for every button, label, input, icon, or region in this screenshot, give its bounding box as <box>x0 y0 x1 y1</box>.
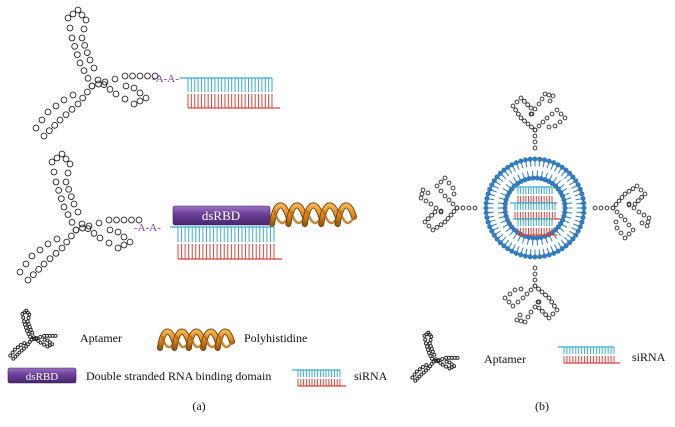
sirna-duplex <box>170 226 282 260</box>
panel-b: Aptamer siRNA (b) <box>410 91 666 413</box>
panel-b-caption: (b) <box>535 399 549 413</box>
aptamer-icon <box>510 91 568 151</box>
panel-a-legend: Aptamer Polyhistidine dsRBD Double stran… <box>7 308 388 387</box>
sirna-legend-label: siRNA <box>632 350 666 364</box>
polyhistidine-helix-icon <box>269 202 357 227</box>
linker-label: -A-A- <box>152 73 179 85</box>
dsrbd-legend-label: Double stranded RNA binding domain <box>86 369 271 383</box>
aptamer-icon <box>32 6 159 140</box>
aptamer-icon <box>16 150 143 284</box>
encapsulated-sirna <box>513 218 557 236</box>
dsrbd-legend-box-label: dsRBD <box>26 371 58 383</box>
lipid-bilayer-liposome <box>483 156 587 260</box>
construct-aptamer-sirna: -A-A- <box>32 6 280 140</box>
aptamer-legend-icon <box>410 330 460 383</box>
panel-b-legend: Aptamer siRNA <box>410 330 666 383</box>
aptamer-legend-icon <box>8 308 58 361</box>
dsrbd-domain-box <box>172 205 271 226</box>
aptamer-legend-label: Aptamer <box>80 331 122 345</box>
aptamer-liposome <box>418 91 652 325</box>
sirna-legend-icon <box>292 369 346 387</box>
aptamer-icon <box>592 183 652 241</box>
panel-a-caption: (a) <box>192 399 205 413</box>
aptamer-icon <box>418 175 478 233</box>
encapsulated-sirna <box>513 186 557 204</box>
sirna-duplex <box>180 77 280 109</box>
sirna-legend-label: siRNA <box>354 369 388 383</box>
aptamer-icon <box>502 265 560 325</box>
encapsulated-sirna <box>510 202 560 220</box>
construct-aptamer-dsrbd-sirna: -A-A- dsRBD <box>16 150 357 284</box>
linker-label: -A-A- <box>134 222 161 234</box>
polyhistidine-legend-label: Polyhistidine <box>244 331 307 345</box>
aptamer-legend-label: Aptamer <box>484 352 526 366</box>
dsrbd-legend-box <box>7 367 77 384</box>
polyhistidine-legend-icon <box>157 328 235 351</box>
sirna-legend-icon <box>558 346 620 364</box>
panel-a: -A-A- -A-A- dsRBD Aptamer Polyhistidine … <box>7 6 388 413</box>
dsrbd-domain-label: dsRBD <box>202 208 240 223</box>
